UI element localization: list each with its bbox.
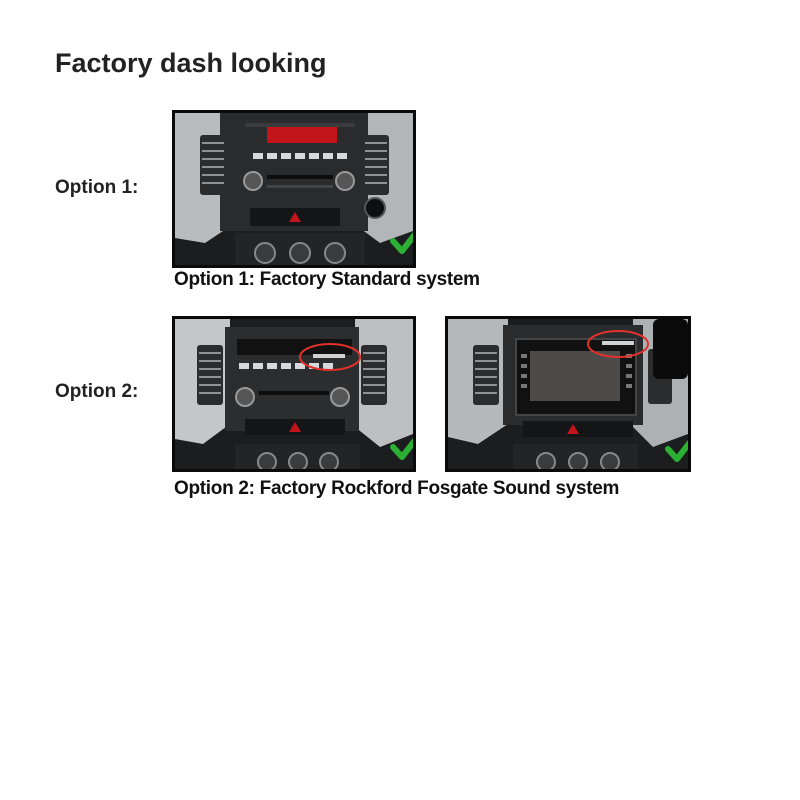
option-2-dash-photo-rockford-screen bbox=[445, 316, 691, 472]
option-2-label: Option 2: bbox=[55, 381, 139, 402]
option-1-label: Option 1: bbox=[55, 177, 139, 198]
option-1-dash-photo bbox=[172, 110, 416, 268]
page-title: Factory dash looking bbox=[55, 48, 327, 78]
option-2-caption: Option 2: Factory Rockford Fosgate Sound… bbox=[174, 478, 620, 499]
option-2-dash-photo-rockford-stereo bbox=[172, 316, 416, 472]
checkmark-icon bbox=[390, 437, 413, 460]
checkmark-icon bbox=[390, 231, 413, 254]
option-1-caption: Option 1: Factory Standard system bbox=[174, 269, 480, 290]
checkmark-icon bbox=[665, 439, 688, 462]
